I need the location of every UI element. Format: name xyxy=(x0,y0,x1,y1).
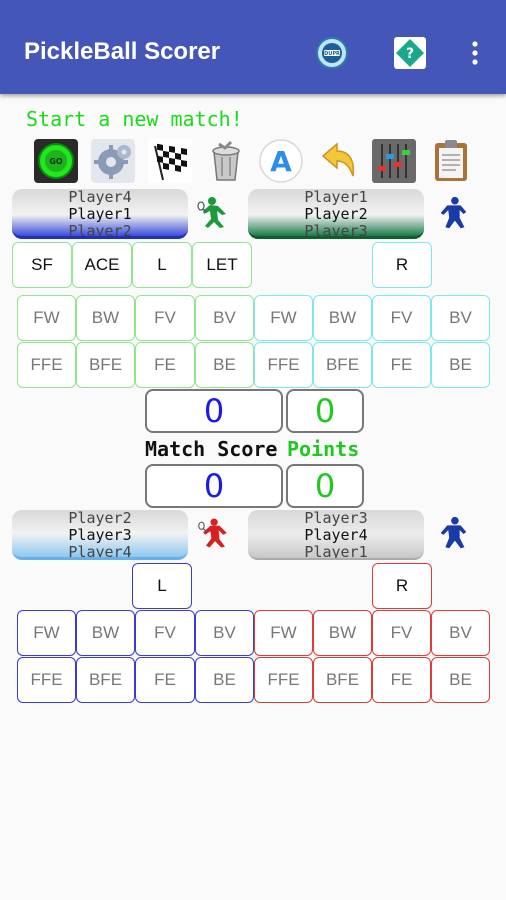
player-name: Player2 xyxy=(68,510,132,527)
player-name: Player2 xyxy=(304,205,368,223)
red-player-hitting-icon xyxy=(196,514,234,552)
app-title: PickleBall Scorer xyxy=(24,38,221,65)
let-button[interactable]: LET xyxy=(192,242,252,288)
forehand-volley-button[interactable]: FV xyxy=(372,610,431,656)
forehand-error-button[interactable]: FE xyxy=(135,657,195,703)
backhand-winner-button[interactable]: BW xyxy=(313,295,372,341)
checkered-flag-icon[interactable] xyxy=(147,138,193,184)
forehand-winner-button[interactable]: FW xyxy=(254,295,313,341)
points-top: 0 xyxy=(286,389,364,433)
forehand-forced-error-button[interactable]: FFE xyxy=(17,342,76,388)
player-name: Player1 xyxy=(304,189,368,206)
backhand-volley-button[interactable]: BV xyxy=(431,610,490,656)
backhand-forced-error-button[interactable]: BFE xyxy=(313,657,372,703)
forehand-forced-error-button[interactable]: FFE xyxy=(17,657,76,703)
more-vert-icon[interactable] xyxy=(458,36,492,70)
backhand-error-button[interactable]: BE xyxy=(431,342,490,388)
help-icon[interactable]: ? xyxy=(393,36,427,70)
letter-a-icon[interactable]: A xyxy=(258,138,304,184)
blue-player-icon xyxy=(434,514,472,552)
player-name: Player4 xyxy=(68,543,132,560)
start-match-prompt[interactable]: Start a new match! xyxy=(26,107,243,131)
undo-arrow-icon[interactable] xyxy=(315,138,361,184)
backhand-forced-error-button[interactable]: BFE xyxy=(313,342,372,388)
forehand-winner-button[interactable]: FW xyxy=(254,610,313,656)
backhand-error-button[interactable]: BE xyxy=(431,657,490,703)
backhand-error-button[interactable]: BE xyxy=(195,342,254,388)
dupr-logo-icon[interactable]: DUPR xyxy=(315,36,349,70)
blue-player-icon xyxy=(434,194,472,232)
backhand-winner-button[interactable]: BW xyxy=(76,610,135,656)
right-button[interactable]: R xyxy=(372,242,432,288)
backhand-error-button[interactable]: BE xyxy=(195,657,254,703)
player-name: Player3 xyxy=(304,222,368,239)
backhand-volley-button[interactable]: BV xyxy=(195,610,254,656)
player-name: Player4 xyxy=(304,526,368,544)
clipboard-icon[interactable] xyxy=(428,138,474,184)
top-right-player-picker[interactable]: Player1 Player2 Player3 xyxy=(248,189,424,239)
player-name: Player3 xyxy=(304,510,368,527)
player-name: Player4 xyxy=(68,189,132,206)
forehand-forced-error-button[interactable]: FFE xyxy=(254,657,313,703)
player-name: Player3 xyxy=(68,526,132,544)
points-bottom: 0 xyxy=(286,464,364,508)
match-score-bottom: 0 xyxy=(145,464,283,508)
backhand-forced-error-button[interactable]: BFE xyxy=(76,657,135,703)
forehand-error-button[interactable]: FE xyxy=(372,342,431,388)
forehand-volley-button[interactable]: FV xyxy=(135,295,195,341)
app-bar: PickleBall Scorer DUPR ? xyxy=(0,0,506,94)
backhand-forced-error-button[interactable]: BFE xyxy=(76,342,135,388)
ace-button[interactable]: ACE xyxy=(72,242,132,288)
svg-text:A: A xyxy=(270,145,292,178)
forehand-volley-button[interactable]: FV xyxy=(135,610,195,656)
top-left-player-picker[interactable]: Player4 Player1 Player2 xyxy=(12,189,188,239)
player-name: Player1 xyxy=(304,543,368,560)
match-score-top: 0 xyxy=(145,389,283,433)
sliders-icon[interactable] xyxy=(371,138,417,184)
settings-gear-icon[interactable] xyxy=(90,138,136,184)
left-button[interactable]: L xyxy=(132,563,192,609)
forehand-error-button[interactable]: FE xyxy=(372,657,431,703)
forehand-winner-button[interactable]: FW xyxy=(17,295,76,341)
svg-text:GO: GO xyxy=(49,157,63,166)
right-button[interactable]: R xyxy=(372,563,432,609)
player-name: Player2 xyxy=(68,222,132,239)
green-player-hitting-icon xyxy=(196,194,234,232)
points-label: Points xyxy=(287,437,360,461)
backhand-volley-button[interactable]: BV xyxy=(431,295,490,341)
bottom-left-player-picker[interactable]: Player2 Player3 Player4 xyxy=(12,510,188,560)
left-button[interactable]: L xyxy=(132,242,192,288)
match-score-label: Match Score xyxy=(145,437,278,461)
forehand-volley-button[interactable]: FV xyxy=(372,295,431,341)
forehand-winner-button[interactable]: FW xyxy=(17,610,76,656)
go-icon[interactable]: GO xyxy=(33,138,79,184)
svg-text:?: ? xyxy=(406,46,414,62)
trash-icon[interactable] xyxy=(203,138,249,184)
player-name: Player1 xyxy=(68,205,132,223)
serve-fault-button[interactable]: SF xyxy=(12,242,72,288)
forehand-error-button[interactable]: FE xyxy=(135,342,195,388)
forehand-forced-error-button[interactable]: FFE xyxy=(254,342,313,388)
bottom-right-player-picker[interactable]: Player3 Player4 Player1 xyxy=(248,510,424,560)
backhand-volley-button[interactable]: BV xyxy=(195,295,254,341)
svg-text:DUPR: DUPR xyxy=(324,51,340,57)
backhand-winner-button[interactable]: BW xyxy=(76,295,135,341)
backhand-winner-button[interactable]: BW xyxy=(313,610,372,656)
